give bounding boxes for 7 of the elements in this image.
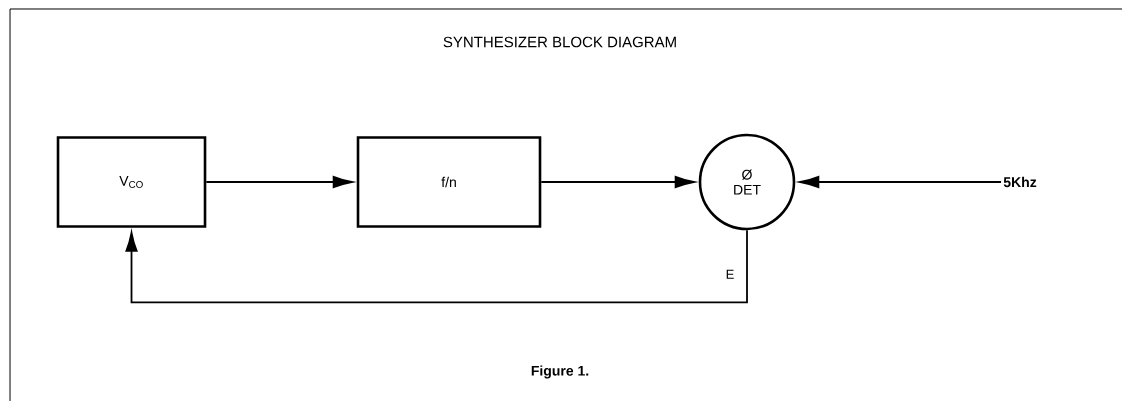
caption: Figure 1. xyxy=(531,365,589,379)
block-box: f/n xyxy=(356,136,542,228)
block-box: V$_{CO}$ xyxy=(56,136,207,228)
arrow xyxy=(125,229,748,304)
edge-label: E xyxy=(724,268,736,280)
title: SYNTHESIZER BLOCK DIAGRAM xyxy=(443,36,676,48)
input-label: 5Khz xyxy=(1003,176,1037,188)
